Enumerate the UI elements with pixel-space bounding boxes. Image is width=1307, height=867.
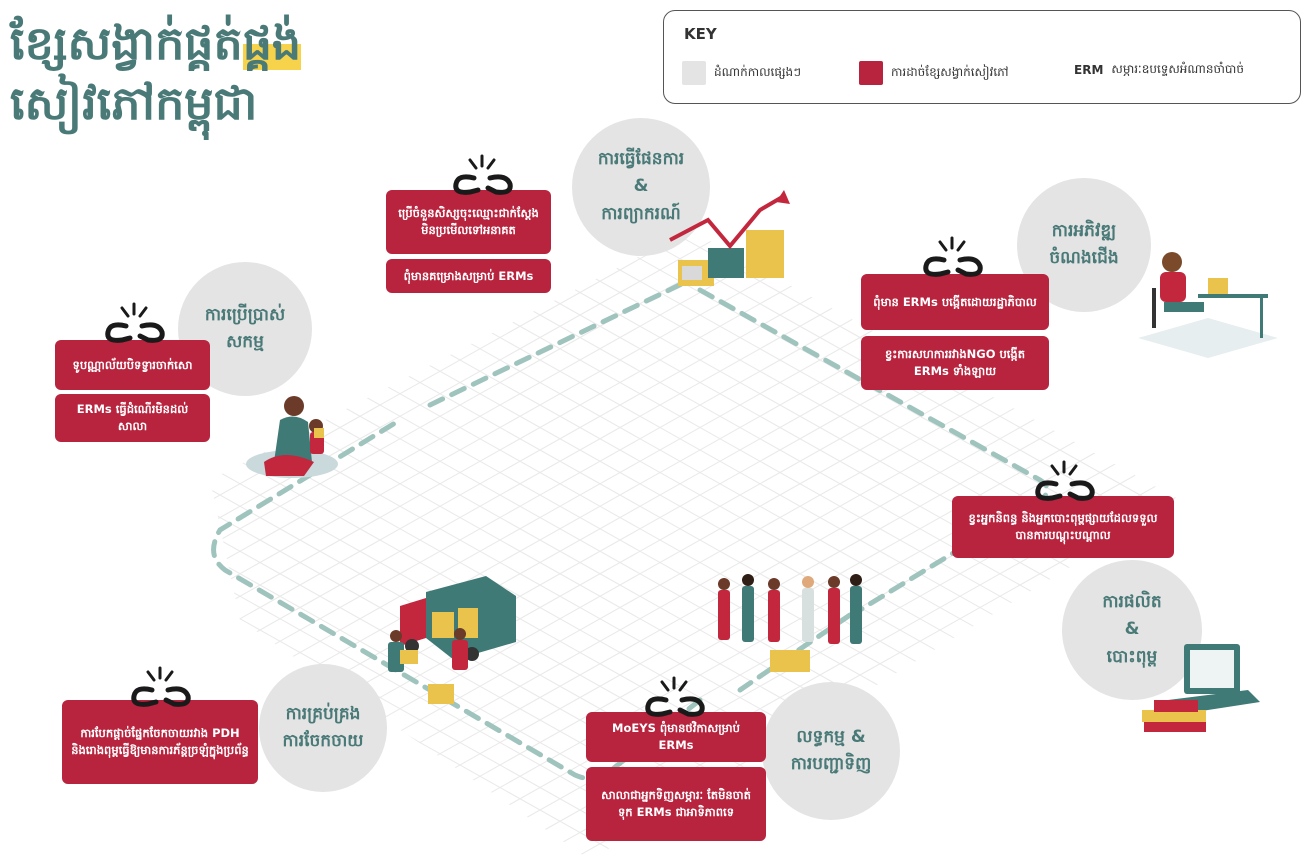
stage-usage-line1: ការប្រើប្រាស់ [204, 304, 286, 325]
stage-production-amp: & [1124, 619, 1140, 640]
title-part-2: សៀវភៅកម្ពុជា [10, 75, 258, 130]
broken-chain-icon [453, 154, 513, 195]
break-distribution-1: ការបែកផ្ដាច់ផ្នែកចែកចាយរវាង PDH និងរោងពុ… [62, 700, 258, 784]
broken-chain-icon [105, 302, 165, 343]
page-title: ខ្សែសង្វាក់ផ្គត់ផ្គង់ សៀវភៅកម្ពុជា [10, 14, 370, 134]
key-break: ការដាច់ខ្សែសង្វាក់សៀវភៅ [859, 61, 1009, 85]
stage-procurement-line2: ការបញ្ជាទិញ [790, 754, 872, 774]
broken-chain-icon [923, 236, 983, 277]
key-stage: ដំណាក់កាលផ្សេងៗ [682, 61, 801, 85]
key-erm-abbr: ERM [1074, 63, 1104, 77]
stage-production-line2: បោះពុម្ព [1106, 646, 1158, 667]
forecast-chart-illustration [669, 190, 790, 286]
key-title: KEY [684, 25, 717, 43]
stage-planning-line1: ការធ្វើផែនការ [597, 149, 685, 170]
stage-planning-line2: ការព្យាករណ៍ [601, 203, 681, 224]
stage-usage-line2: សកម្ម [226, 332, 264, 352]
legend-key: KEY ដំណាក់កាលផ្សេងៗ ការដាច់ខ្សែសង្វាក់សៀ… [663, 10, 1301, 104]
stage-distribution-line2: ការចែកចាយ [282, 731, 364, 751]
broken-chain-icon [645, 676, 705, 717]
break-production-1: ខ្វះអ្នកនិពន្ធ និងអ្នកបោះពុម្ពផ្សាយដែលទទ… [952, 496, 1174, 558]
stage-production-line1: ការផលិត [1102, 592, 1162, 613]
break-usage-1: ទូបណ្ណាល័យបិទទ្វារចាក់សោ [55, 340, 210, 390]
stage-development-line1: ការអភិវឌ្ឍ [1051, 220, 1117, 241]
laptop-publishing-illustration [1142, 644, 1260, 732]
writer-at-desk-illustration [1138, 252, 1278, 358]
break-procurement-2: សាលាជាអ្នកទិញសម្ភារៈ តែមិនចាត់ទុក ERMs ជ… [586, 767, 766, 841]
stage-procurement-line1: លទ្ធកម្ម & [796, 726, 866, 747]
broken-chain-icon [131, 666, 191, 707]
break-planning-2: ពុំមានគម្រោងសម្រាប់ ERMs [386, 259, 551, 293]
stage-distribution: ការគ្រប់គ្រង ការចែកចាយ [259, 664, 387, 792]
key-break-label: ការដាច់ខ្សែសង្វាក់សៀវភៅ [891, 65, 1009, 79]
title-highlight: ផ្គង់ [242, 16, 302, 70]
stage-production: ការផលិត & បោះពុម្ព [1062, 560, 1202, 700]
key-erm: ERM សម្ភារៈឧបទេ្ទសអំណានចាំបាច់ [1074, 61, 1244, 79]
break-development-1: ពុំមាន ERMs បង្កើតដោយរដ្ឋាភិបាល [861, 274, 1049, 330]
stage-procurement: លទ្ធកម្ម & ការបញ្ជាទិញ [762, 682, 900, 820]
stage-planning-amp: & [633, 176, 649, 197]
stage-swatch [682, 61, 706, 85]
stage-development-line2: ចំណងជើង [1049, 248, 1119, 268]
stage-distribution-line1: ការគ្រប់គ្រង [285, 703, 361, 724]
people-group-illustration [718, 574, 862, 672]
key-erm-label: សម្ភារៈឧបទេ្ទសអំណានចាំបាច់ [1111, 62, 1244, 76]
break-swatch [859, 61, 883, 85]
break-development-2: ខ្វះការសហការរវាងNGO បង្កើត ERMs ទាំងឡាយ [861, 336, 1049, 390]
break-planning-1: ប្រើចំនួនសិស្សចុះឈ្មោះជាក់ស្តែង មិនប្រមើ… [386, 190, 551, 254]
key-stage-label: ដំណាក់កាលផ្សេងៗ [714, 65, 802, 79]
break-usage-2: ERMs ធ្វើដំណើរមិនដល់សាលា [55, 394, 210, 442]
break-procurement-1: MoEYS ពុំមានថវិកាសម្រាប់ ERMs [586, 712, 766, 762]
delivery-truck-illustration [388, 576, 516, 704]
broken-chain-icon [1035, 460, 1095, 501]
mother-reading-illustration [246, 396, 338, 478]
title-part-1: ខ្សែសង្វាក់ផ្គត់ [10, 16, 243, 70]
